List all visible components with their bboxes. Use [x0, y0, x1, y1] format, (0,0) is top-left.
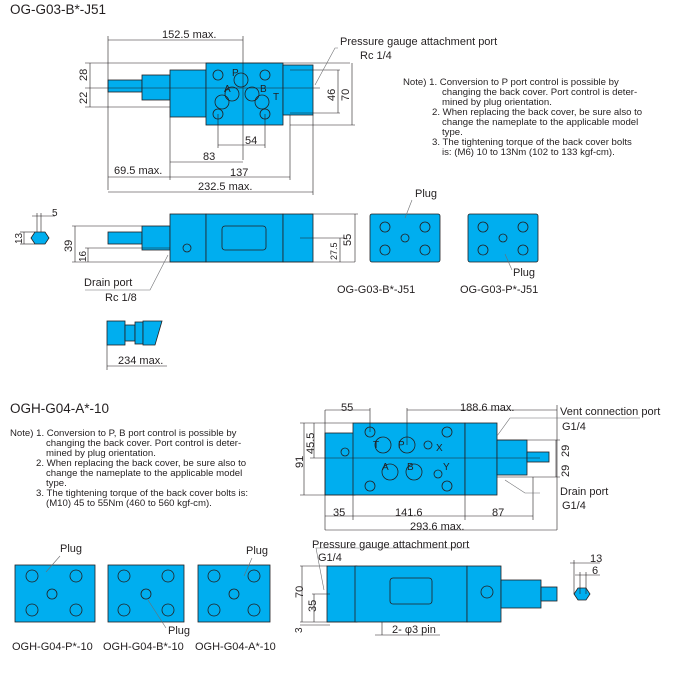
dim-54: 54 [245, 135, 258, 147]
dim-29-a: 29 [560, 444, 572, 457]
gauge-port-label: Pressure gauge attachment port [340, 36, 498, 48]
dim-22: 22 [78, 91, 90, 104]
caption-ogh-g04-p: OGH-G04-P*-10 [12, 641, 93, 653]
dim-55: 55 [342, 233, 354, 246]
dim-5: 5 [52, 208, 58, 219]
caption-og-g03-b: OG-G03-B*-J51 [337, 284, 416, 296]
dim-234: 234 max. [118, 355, 164, 367]
og-g03-title: OG-G03-B*-J51 [10, 2, 107, 17]
plug-label-b1: Plug [60, 543, 83, 555]
port-p-b: P [398, 440, 405, 451]
dim-35-b: 35 [307, 599, 319, 612]
dim-29-b: 29 [560, 464, 572, 477]
pin-label: 2- φ3 pin [392, 624, 436, 636]
dim-46: 46 [326, 88, 338, 101]
og-g03-top-view [85, 36, 355, 195]
ogh-g04-end-views [14, 555, 271, 629]
dim-188-6: 188.6 max. [460, 402, 515, 414]
dim-55-b: 55 [341, 402, 354, 414]
gauge-port-size-b: G1/4 [318, 552, 342, 564]
plug-label-b2: Plug [168, 625, 191, 637]
dim-70-b: 70 [294, 585, 306, 598]
dim-293-6: 293.6 max. [410, 521, 465, 533]
dim-141-6: 141.6 [395, 507, 423, 519]
ogh-g04-title: OGH-G04-A*-10 [10, 401, 110, 416]
plug-label-b3: Plug [246, 545, 269, 557]
drain-port-label-b: Drain port [560, 486, 609, 498]
port-x: X [436, 443, 443, 454]
port-b: B [260, 84, 267, 95]
dim-152-5: 152.5 max. [162, 29, 217, 41]
gauge-port-size: Rc 1/4 [360, 50, 392, 62]
dim-16: 16 [78, 250, 89, 262]
dim-70: 70 [340, 88, 352, 101]
dim-27-5: 27.5 [329, 242, 339, 260]
gauge-port-label-b: Pressure gauge attachment port [312, 539, 470, 551]
caption-ogh-g04-a: OGH-G04-A*-10 [195, 641, 276, 653]
dim-45-5: 45.5 [305, 432, 317, 454]
dim-232-5: 232.5 max. [198, 181, 253, 193]
vent-port-label: Vent connection port [560, 406, 661, 418]
plug-label-1: Plug [415, 188, 438, 200]
dim-69-5: 69.5 max. [114, 165, 163, 177]
port-p: P [232, 68, 239, 79]
dim-137: 137 [230, 167, 249, 179]
drain-port-size-b: G1/4 [562, 500, 586, 512]
port-t-b: T [373, 440, 380, 451]
dim-87: 87 [492, 507, 505, 519]
dim-28: 28 [78, 68, 90, 81]
port-y: Y [443, 462, 450, 473]
port-b-b: B [407, 462, 414, 473]
caption-ogh-g04-b: OGH-G04-B*-10 [103, 641, 184, 653]
dim-35: 35 [333, 507, 346, 519]
og-g03-end-views [369, 199, 539, 271]
dim-91: 91 [294, 455, 306, 468]
dim-13: 13 [14, 232, 25, 244]
og-g03-knob-view [106, 320, 167, 370]
plug-label-2: Plug [513, 267, 536, 279]
og-g03-side-view [20, 213, 358, 291]
ogh-g04-top-view [300, 405, 640, 531]
port-a-b: A [382, 462, 389, 473]
dim-3: 3 [294, 627, 305, 633]
dim-13-b: 13 [590, 553, 603, 565]
port-t: T [273, 92, 280, 103]
dim-83: 83 [203, 151, 216, 163]
caption-og-g03-p: OG-G03-P*-J51 [460, 284, 539, 296]
dim-6: 6 [592, 565, 599, 577]
vent-port-size: G1/4 [562, 421, 586, 433]
port-a: A [224, 84, 231, 95]
drain-port-size: Rc 1/8 [105, 292, 137, 304]
dim-39: 39 [63, 239, 75, 252]
ogh-g04-side-view [300, 547, 600, 636]
drain-port-label: Drain port [84, 277, 133, 289]
